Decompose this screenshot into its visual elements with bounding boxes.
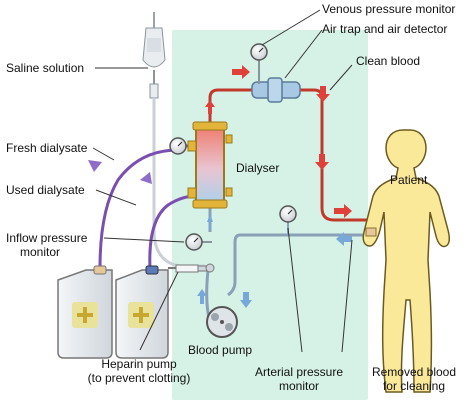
label-fresh-dialysate: Fresh dialysate [6,141,88,155]
inflow-pressure-gauge-icon [185,233,212,251]
human-figure-icon [362,129,451,393]
label-removed-blood-line2: for cleaning [382,379,446,393]
label-saline-solution: Saline solution [6,61,85,75]
label-patient: Patient [390,173,428,187]
label-inflow-pressure-monitor: Inflow pressure monitor [6,231,87,259]
label-blood-pump: Blood pump [188,343,253,357]
label-pointers [92,9,353,353]
air-trap-icon [251,77,301,103]
dialyser-unit [187,121,233,209]
fresh-dialysate-gauge-icon [169,137,187,155]
label-removed-blood: Removed blood for cleaning [358,365,470,393]
used-dialysate-line [148,194,197,269]
label-arterial-pressure-monitor-line1: Arterial pressure [254,365,344,379]
label-arterial-pressure-monitor-line2: monitor [278,379,319,393]
jerrycan-icon [57,265,169,359]
label-arterial-pressure-monitor: Arterial pressure monitor [240,365,358,393]
used-dialysate-container [115,265,169,359]
syringe-icon [168,263,215,273]
label-clean-blood: Clean blood [356,54,421,68]
label-inflow-pressure-monitor-line1: Inflow pressure [6,231,88,245]
flow-arrows-blue [197,214,352,308]
label-removed-blood-line1: Removed blood [371,365,457,379]
clean-blood-line [208,88,372,222]
label-inflow-pressure-monitor-line2: monitor [20,245,61,259]
label-dialyser: Dialyser [236,161,280,175]
removed-blood-line [233,233,370,282]
label-used-dialysate: Used dialysate [6,183,85,197]
label-heparin-pump: Heparin pump (to prevent clotting) [76,357,202,385]
flow-arrows-red [205,65,352,218]
label-venous-pressure-monitor: Venous pressure monitor [322,2,456,16]
roller-pump-icon [206,306,238,338]
label-heparin-pump-line1: Heparin pump [101,357,177,371]
label-air-trap-and-air-detector: Air trap and air detector [322,22,448,36]
venous-pressure-gauge-icon [250,43,268,84]
arterial-pressure-gauge-icon [279,205,297,223]
flow-arrows-purple [88,160,152,184]
saline-bag-icon [142,12,166,99]
fresh-dialysate-line [98,148,179,269]
label-heparin-pump-line2: (to prevent clotting) [87,371,191,385]
fresh-dialysate-container [57,265,113,359]
